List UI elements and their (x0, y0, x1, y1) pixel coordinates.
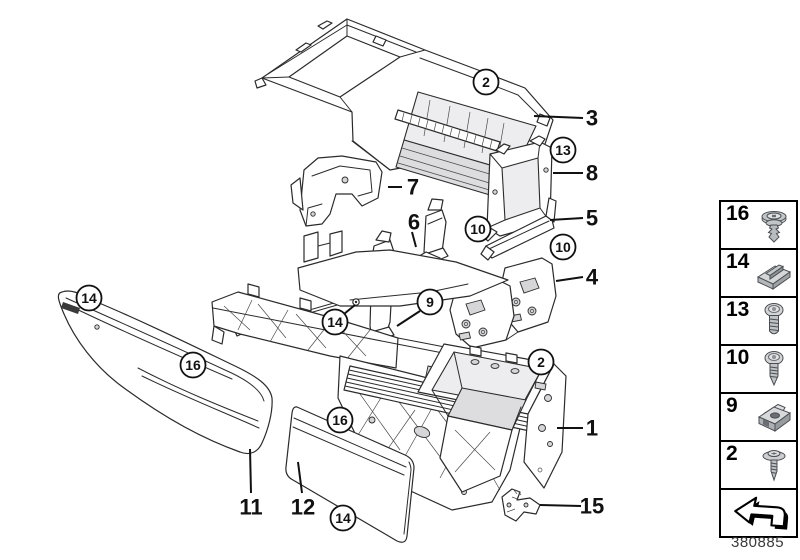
legend-number: 14 (726, 250, 750, 273)
washer-screw-icon (754, 444, 794, 486)
part-5-drawing (480, 197, 557, 261)
svg-text:9: 9 (426, 294, 434, 310)
push-rivet-icon (754, 204, 794, 246)
cage-nut-icon (754, 396, 794, 438)
svg-text:16: 16 (185, 357, 201, 373)
svg-text:15: 15 (580, 494, 604, 519)
doc-number: 380885 (731, 534, 785, 551)
callout-13[interactable]: 13 (549, 136, 577, 164)
part-15-bracket-drawing (501, 488, 541, 522)
callout-8[interactable]: 8 (586, 161, 598, 186)
legend-item-note-arrow[interactable] (721, 490, 796, 536)
svg-text:10: 10 (555, 239, 571, 255)
callout-14[interactable]: 14 (321, 308, 349, 336)
part-11-trim-drawing (57, 290, 273, 455)
svg-text:2: 2 (482, 74, 490, 90)
callout-2[interactable]: 2 (472, 68, 500, 96)
svg-text:4: 4 (586, 265, 599, 290)
callout-6[interactable]: 6 (408, 210, 420, 235)
legend-item-2[interactable]: 2 (721, 442, 796, 490)
svg-text:5: 5 (586, 206, 598, 231)
callout-9[interactable]: 9 (416, 288, 444, 316)
svg-text:14: 14 (327, 314, 343, 330)
legend-number: 10 (726, 346, 750, 369)
callout-10[interactable]: 10 (464, 215, 492, 243)
part-7-drawing (290, 155, 383, 227)
svg-text:12: 12 (291, 495, 315, 520)
svg-text:7: 7 (407, 175, 419, 200)
callout-12[interactable]: 12 (291, 495, 315, 520)
svg-text:3: 3 (586, 106, 598, 131)
part-1-carrier-drawing (211, 283, 567, 511)
callout-5[interactable]: 5 (586, 206, 598, 231)
callout-1[interactable]: 1 (586, 416, 598, 441)
legend-number: 9 (726, 394, 738, 417)
legend-item-9[interactable]: 9 (721, 394, 796, 442)
legend-item-10[interactable]: 10 (721, 346, 796, 394)
legend-item-16[interactable]: 16 (721, 202, 796, 250)
svg-text:16: 16 (332, 412, 348, 428)
svg-text:14: 14 (81, 290, 97, 306)
svg-text:10: 10 (470, 221, 486, 237)
part-4-drawing (449, 257, 557, 349)
legend-number: 13 (726, 298, 750, 321)
svg-text:6: 6 (408, 210, 420, 235)
svg-text:8: 8 (586, 161, 598, 186)
callout-10[interactable]: 10 (549, 233, 577, 261)
callout-4[interactable]: 4 (586, 265, 599, 290)
svg-text:2: 2 (537, 354, 545, 370)
leader-lines (249, 115, 584, 507)
svg-text:1: 1 (586, 416, 598, 441)
callout-3[interactable]: 3 (586, 106, 598, 131)
fastener-legend: 16 14 13 10 9 2 (719, 200, 798, 538)
part-12-trim-drawing (285, 406, 415, 543)
direction-arrow-icon (727, 493, 791, 533)
callout-14[interactable]: 14 (329, 504, 357, 532)
svg-text:14: 14 (335, 510, 351, 526)
callout-16[interactable]: 16 (179, 351, 207, 379)
callout-14[interactable]: 14 (75, 284, 103, 312)
slide-clip-icon (754, 252, 794, 294)
svg-text:11: 11 (239, 495, 262, 520)
callout-7[interactable]: 7 (407, 175, 419, 200)
svg-text:13: 13 (555, 142, 571, 158)
torx-screw-icon (754, 300, 794, 342)
callout-15[interactable]: 15 (580, 494, 604, 519)
callout-11[interactable]: 11 (239, 495, 262, 520)
legend-number: 16 (726, 202, 750, 225)
legend-item-13[interactable]: 13 (721, 298, 796, 346)
tapping-screw-icon (754, 348, 794, 390)
legend-number: 2 (726, 442, 738, 465)
callout-2[interactable]: 2 (527, 348, 555, 376)
legend-item-14[interactable]: 14 (721, 250, 796, 298)
part-3-drawing (254, 18, 554, 199)
callout-16[interactable]: 16 (326, 406, 354, 434)
